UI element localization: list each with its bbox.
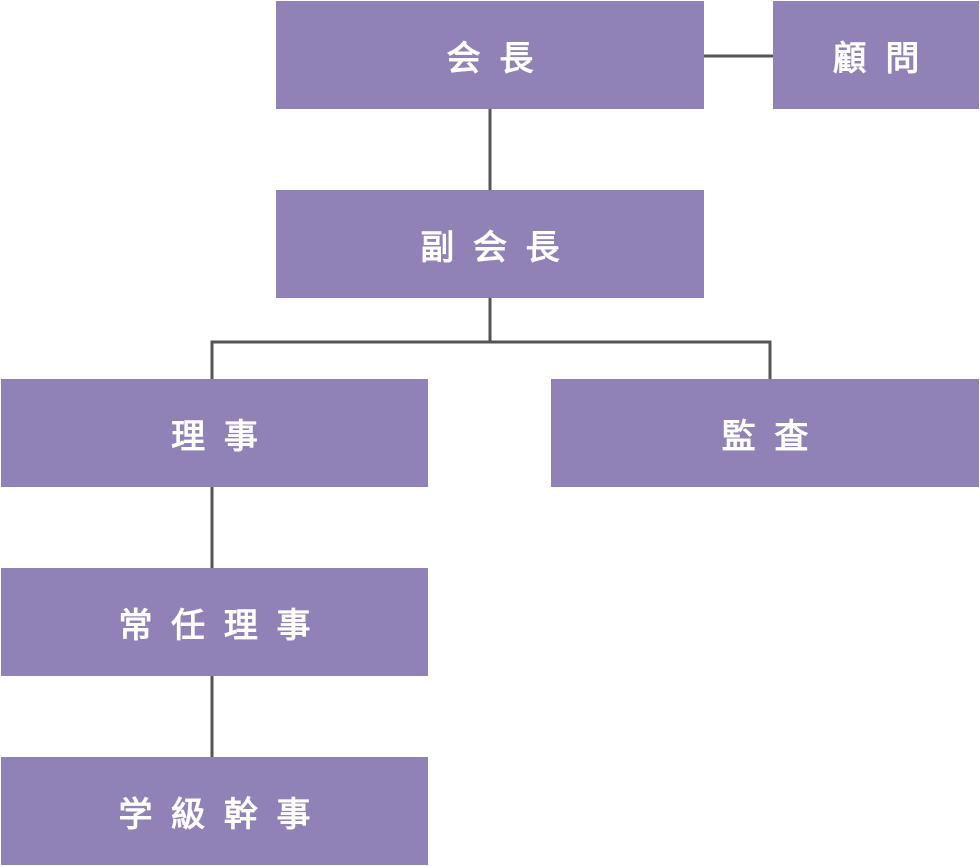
auditor-label: 監査 [721, 416, 828, 457]
president-label: 会長 [446, 38, 553, 79]
director-box: 理事 [1, 379, 428, 487]
advisor-label: 顧問 [832, 38, 939, 79]
advisor-box: 顧問 [773, 1, 979, 109]
executive-director-label: 常任理事 [118, 605, 330, 646]
vice-president-label: 副会長 [420, 227, 579, 268]
auditor-box: 監査 [551, 379, 979, 487]
vice-president-box: 副会長 [276, 190, 704, 298]
director-label: 理事 [171, 416, 277, 457]
executive-director-box: 常任理事 [1, 568, 428, 676]
connector-vp-branch [210, 298, 492, 379]
president-box: 会長 [276, 1, 704, 109]
class-representative-label: 学級幹事 [118, 794, 330, 835]
class-representative-box: 学級幹事 [1, 757, 428, 865]
connector-vp-auditor [490, 340, 772, 379]
